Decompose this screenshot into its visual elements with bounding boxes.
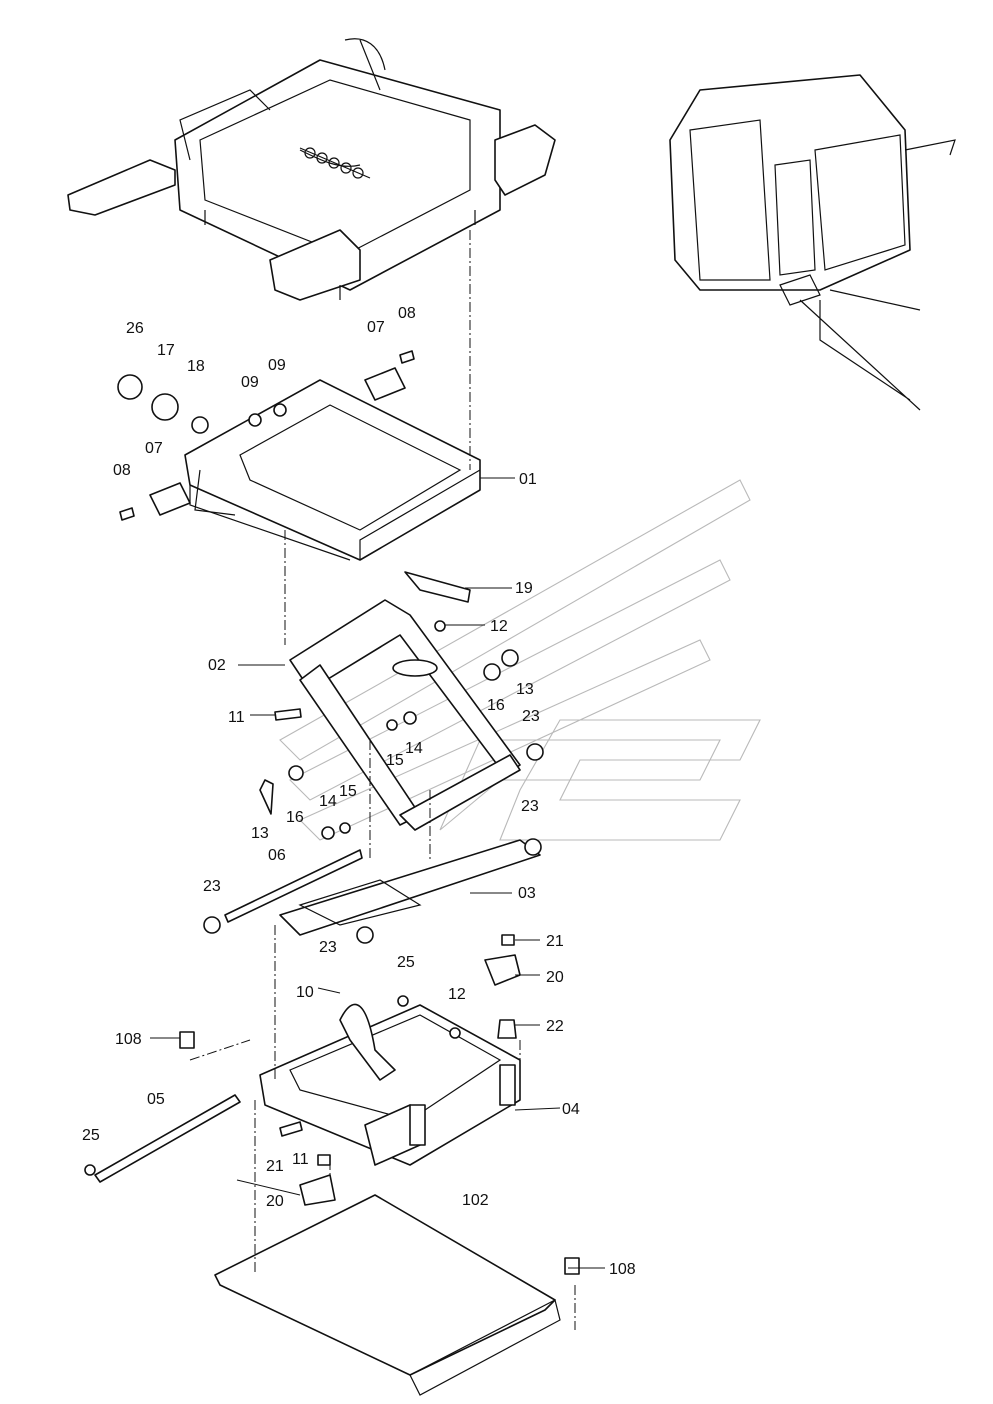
rods: [94, 1094, 241, 1183]
part-19-pin: [404, 571, 471, 603]
part-23-bushing: [356, 926, 374, 944]
label-18: 18: [187, 358, 205, 375]
label-13b: 13: [251, 825, 269, 842]
label-08a: 08: [398, 305, 416, 322]
part-09-nut: [273, 403, 287, 417]
part-01-upper-frame: [184, 379, 481, 561]
label-108a: 108: [115, 1031, 142, 1048]
label-11a: 11: [228, 709, 245, 726]
part-108-bolt: [179, 1031, 195, 1049]
part-labels: 01 02 03 04 05 06 07 07 08 08 09 09 10 1…: [82, 305, 636, 1278]
part-04-base-frame: [259, 1003, 521, 1166]
label-07a: 07: [367, 319, 385, 336]
label-10: 10: [296, 984, 314, 1001]
part-23-bushing: [526, 743, 544, 761]
label-17: 17: [157, 342, 175, 359]
part-21-bolt: [317, 1154, 331, 1166]
part-18-bushing: [191, 416, 209, 434]
label-12a: 12: [490, 618, 508, 635]
part-14-nut: [321, 826, 335, 840]
part-16-spacer: [288, 765, 304, 781]
part-09-nut: [248, 413, 262, 427]
hardware-items: [84, 350, 580, 1275]
label-23c: 23: [203, 878, 221, 895]
label-14b: 14: [319, 793, 337, 810]
label-04: 04: [562, 1101, 580, 1118]
part-102-base-plate: [214, 1194, 561, 1396]
label-26: 26: [126, 320, 144, 337]
label-08b: 08: [113, 462, 131, 479]
label-23b: 23: [521, 798, 539, 815]
assembly-guide-lines: [189, 230, 576, 1330]
label-102: 102: [462, 1192, 489, 1209]
label-23a: 23: [522, 708, 540, 725]
label-06: 06: [268, 847, 286, 864]
part-21-bolt: [501, 934, 515, 946]
part-07-bracket: [364, 367, 406, 401]
label-21a: 21: [546, 933, 564, 950]
label-20b: 20: [266, 1193, 284, 1210]
label-13a: 13: [516, 681, 534, 698]
label-22: 22: [546, 1018, 564, 1035]
part-12-clip: [434, 620, 446, 632]
label-108b: 108: [609, 1261, 636, 1278]
leader-lines: [150, 477, 605, 1269]
label-12b: 12: [448, 986, 466, 1003]
part-16-spacer: [483, 663, 501, 681]
label-09b: 09: [268, 357, 286, 374]
label-01: 01: [519, 471, 537, 488]
label-25a: 25: [397, 954, 415, 971]
cab-inset: [669, 74, 956, 411]
part-23-bushing: [203, 916, 221, 934]
label-23d: 23: [319, 939, 337, 956]
label-15b: 15: [339, 783, 357, 800]
part-26-cap: [117, 374, 143, 400]
scissor-linkage: [224, 599, 541, 936]
part-20-clamp: [484, 954, 521, 986]
part-08-bolt: [119, 507, 135, 521]
label-19: 19: [515, 580, 533, 597]
part-108-bolt: [564, 1257, 580, 1275]
part-25-clip: [397, 995, 409, 1007]
label-05: 05: [147, 1091, 165, 1108]
label-16a: 16: [487, 697, 505, 714]
label-15a: 15: [386, 752, 404, 769]
part-13-bolt: [259, 779, 274, 815]
label-02: 02: [208, 657, 226, 674]
label-20a: 20: [546, 969, 564, 986]
label-14a: 14: [405, 740, 423, 757]
part-14-nut: [403, 711, 417, 725]
label-03: 03: [518, 885, 536, 902]
label-16b: 16: [286, 809, 304, 826]
seat-frame-assembly: [67, 38, 556, 301]
part-22-cap: [497, 1019, 517, 1039]
part-11-pin: [279, 1121, 303, 1137]
part-07-bracket: [149, 482, 191, 516]
label-21b: 21: [266, 1158, 284, 1175]
part-11-pin: [274, 708, 302, 721]
part-13-bolt: [501, 649, 519, 667]
part-25-clip: [84, 1164, 96, 1176]
part-15-washer: [386, 719, 398, 731]
label-11b: 11: [292, 1151, 309, 1168]
part-17-knob: [151, 393, 179, 421]
label-09a: 09: [241, 374, 259, 391]
part-23-bushing: [524, 838, 542, 856]
part-08-bolt: [399, 350, 415, 364]
label-07b: 07: [145, 440, 163, 457]
label-25b: 25: [82, 1127, 100, 1144]
part-12-clip: [449, 1027, 461, 1039]
part-15-washer: [339, 822, 351, 834]
part-20-clamp: [299, 1174, 336, 1206]
